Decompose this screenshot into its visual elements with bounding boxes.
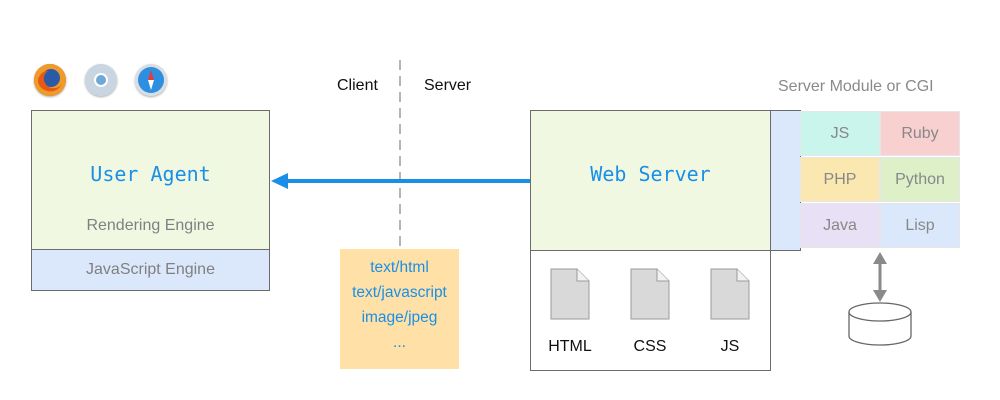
module-lisp: Lisp <box>880 203 960 248</box>
user-agent-box <box>31 110 270 250</box>
css-file-label: CSS <box>633 338 667 355</box>
module-ruby: Ruby <box>880 111 960 156</box>
js-file-label: JS <box>720 338 740 355</box>
user-agent-title: User Agent <box>90 162 211 186</box>
mime-types-box: text/html text/javascript image/jpeg ... <box>340 249 459 369</box>
module-js: JS <box>800 111 880 156</box>
javascript-engine-box: JavaScript Engine <box>31 250 270 291</box>
database-icon <box>848 302 912 346</box>
server-label: Server <box>424 77 472 94</box>
module-java: Java <box>800 203 880 248</box>
client-label: Client <box>337 77 378 94</box>
html-file-icon <box>550 268 590 320</box>
safari-icon <box>135 64 167 96</box>
mime-type-item: text/html <box>370 259 429 276</box>
mime-type-item: image/jpeg <box>361 309 438 326</box>
module-php: PHP <box>800 157 880 202</box>
html-file-label: HTML <box>548 338 592 355</box>
firefox-icon <box>34 64 66 96</box>
chrome-icon <box>85 64 117 96</box>
rendering-engine-label: Rendering Engine <box>86 217 215 234</box>
server-module-title: Server Module or CGI <box>778 78 934 95</box>
db-connector-down-arrow <box>873 290 887 302</box>
web-server-title: Web Server <box>590 162 711 186</box>
css-file-icon <box>630 268 670 320</box>
module-python: Python <box>880 157 960 202</box>
server-module-strip <box>770 110 801 251</box>
mime-type-item: text/javascript <box>352 284 447 301</box>
response-arrow-head <box>271 173 288 189</box>
web-server-box <box>530 110 771 251</box>
db-connector-up-arrow <box>873 252 887 264</box>
js-file-icon <box>710 268 750 320</box>
mime-type-item: ... <box>393 334 406 351</box>
